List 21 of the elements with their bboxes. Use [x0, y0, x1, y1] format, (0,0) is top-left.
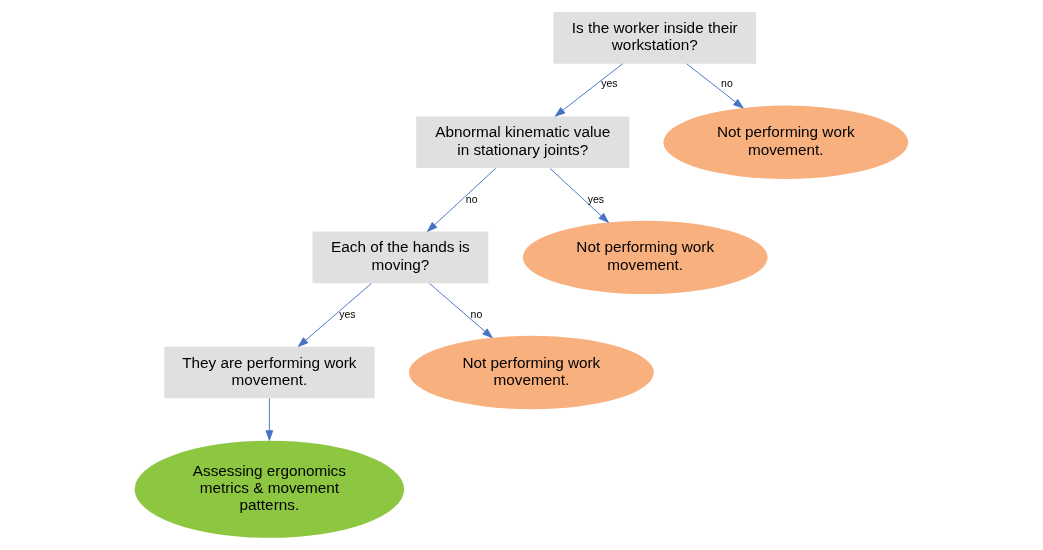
- node-ellipse: Not performing work movement.: [522, 220, 768, 295]
- node-box: Is the worker inside their workstation?: [553, 12, 757, 64]
- node-box: Abnormal kinematic value in stationary joints?: [416, 116, 630, 169]
- edge-label: no: [470, 307, 483, 320]
- edge-label: yes: [339, 307, 356, 320]
- edge-label: no: [721, 77, 733, 90]
- arrow: [427, 167, 497, 232]
- edge-label: yes: [601, 77, 618, 90]
- arrow: [549, 167, 609, 223]
- edge-label: yes: [587, 192, 605, 205]
- node-box: Each of the hands is moving?: [312, 231, 489, 284]
- arrow: [429, 283, 493, 339]
- node-ellipse: Not performing work movement.: [663, 105, 909, 179]
- arrow: [686, 63, 744, 109]
- node-ellipse: Assessing ergonomics metrics & movement patterns.: [134, 440, 405, 538]
- node-box: They are performing work movement.: [164, 346, 375, 399]
- arrow: [265, 397, 274, 441]
- arrow: [297, 283, 372, 347]
- edge-label: no: [465, 192, 478, 205]
- node-ellipse: Not performing work movement.: [409, 335, 654, 410]
- arrow: [554, 63, 623, 117]
